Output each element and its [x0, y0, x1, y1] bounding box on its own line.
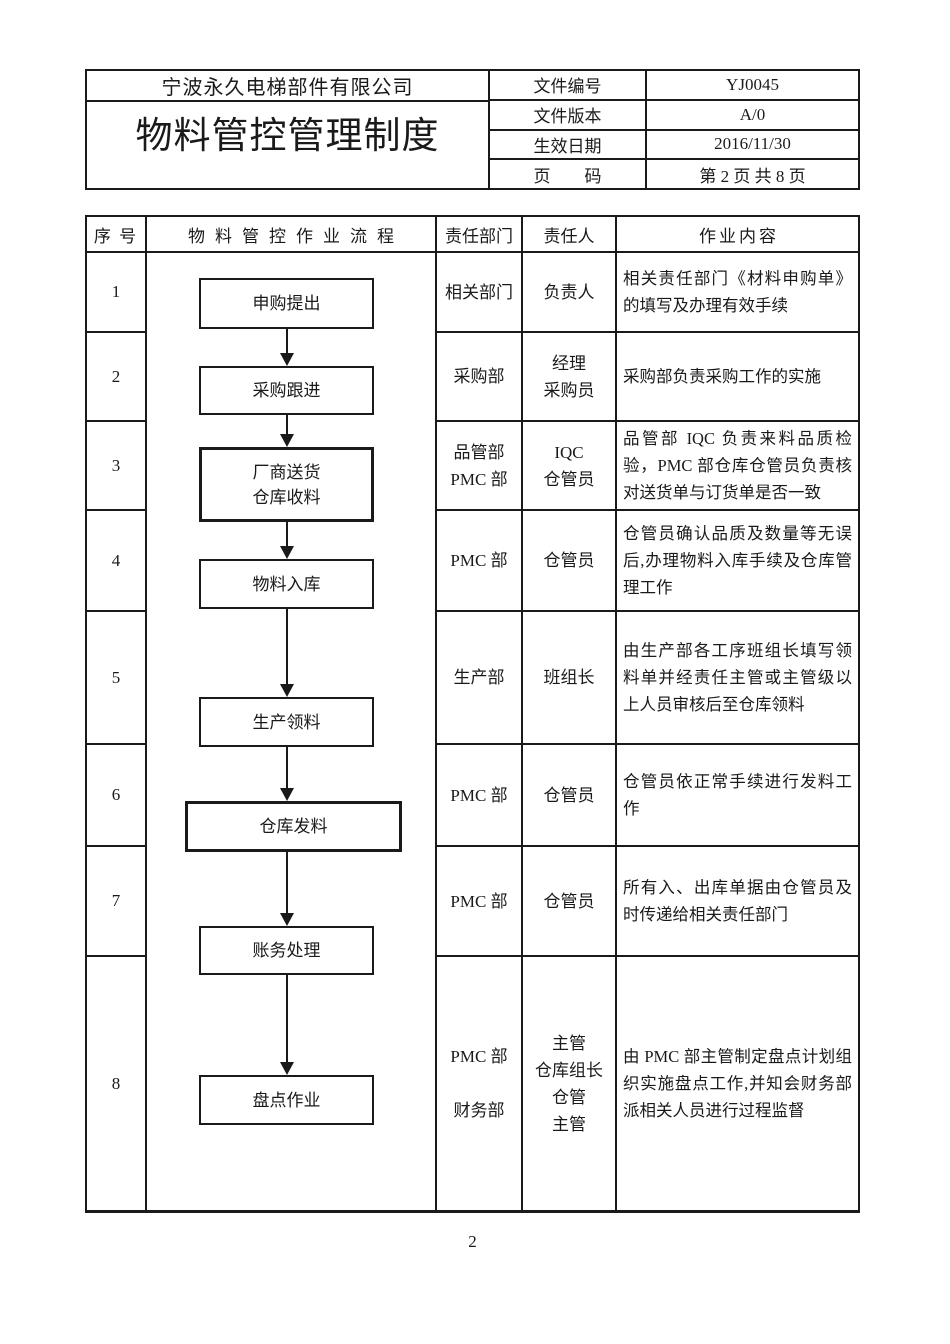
flow-arrowhead: [280, 546, 294, 559]
person-cell: 负责人: [523, 253, 617, 331]
seq-column: 1 2 3 4 5 6 7 8: [87, 253, 147, 1210]
flow-step-stocktake: 盘点作业: [199, 1075, 374, 1125]
dept-cell: 生产部: [437, 612, 523, 743]
column-header-flow: 物料管控作业流程: [147, 217, 437, 251]
flow-step-warehouse-in: 物料入库: [199, 559, 374, 609]
flow-arrow: [286, 415, 288, 434]
content-cell: 所有入、出库单据由仓管员及时传递给相关责任部门: [617, 847, 858, 955]
column-header-dept: 责任部门: [437, 217, 523, 251]
header-left-section: 宁波永久电梯部件有限公司 物料管控管理制度: [87, 71, 490, 188]
table-row: 相关部门 负责人 相关责任部门《材料申购单》的填写及办理有效手续: [437, 253, 858, 333]
person-cell: IQC 仓管员: [523, 422, 617, 509]
content-text: 采购部负责采购工作的实施: [623, 367, 821, 386]
flow-arrowhead: [280, 353, 294, 366]
doc-field-value-number: YJ0045: [726, 74, 779, 94]
content-text: 所有入、出库单据由仓管员及时传递给相关责任部门: [623, 878, 852, 924]
doc-field-value-page: 第 2 页 共 8 页: [699, 166, 806, 186]
flow-arrowhead: [280, 788, 294, 801]
person-cell: 仓管员: [523, 745, 617, 845]
table-row: PMC 部 仓管员 所有入、出库单据由仓管员及时传递给相关责任部门: [437, 847, 858, 957]
flow-arrow: [286, 852, 288, 913]
seq-cell: 3: [87, 422, 145, 511]
column-header-seq: 序 号: [87, 217, 147, 251]
table-header-row: 序 号 物料管控作业流程 责任部门 责任人 作业内容: [87, 217, 858, 253]
person-cell: 经理 采购员: [523, 333, 617, 420]
person-cell: 仓管员: [523, 847, 617, 955]
doc-field-row: 页 码 第 2 页 共 8 页: [490, 160, 858, 188]
company-name: 宁波永久电梯部件有限公司: [87, 71, 488, 102]
seq-cell: 6: [87, 745, 145, 847]
content-cell: 由 PMC 部主管制定盘点计划组织实施盘点工作,并知会财务部派相关人员进行过程监…: [617, 957, 858, 1210]
content-cell: 相关责任部门《材料申购单》的填写及办理有效手续: [617, 253, 858, 331]
column-header-person: 责任人: [523, 217, 617, 251]
dept-cell: 品管部 PMC 部: [437, 422, 523, 509]
doc-field-label-version: 文件版本: [490, 100, 647, 129]
flow-arrowhead: [280, 684, 294, 697]
dept-cell: PMC 部: [437, 847, 523, 955]
flow-step-delivery-receive: 厂商送货 仓库收料: [199, 447, 374, 522]
flow-arrow: [286, 975, 288, 1062]
person-cell: 仓管员: [523, 511, 617, 610]
content-text: 由生产部各工序班组长填写领料单并经责任主管或主管级以上人员审核后至仓库领料: [623, 641, 852, 714]
flow-step-request: 申购提出: [199, 278, 374, 329]
column-header-content: 作业内容: [699, 226, 779, 246]
flow-arrowhead: [280, 1062, 294, 1075]
flow-step-accounting: 账务处理: [199, 926, 374, 975]
content-cell: 仓管员依正常手续进行发料工作: [617, 745, 858, 845]
doc-field-row: 文件编号 YJ0045: [490, 71, 858, 101]
process-table: 序 号 物料管控作业流程 责任部门 责任人 作业内容 1 2 3 4 5 6 7…: [85, 215, 860, 1213]
flow-arrowhead: [280, 434, 294, 447]
table-row: 采购部 经理 采购员 采购部负责采购工作的实施: [437, 333, 858, 422]
doc-field-row: 生效日期 2016/11/30: [490, 130, 858, 161]
seq-cell: 2: [87, 333, 145, 422]
content-cell: 采购部负责采购工作的实施: [617, 333, 858, 420]
dept-cell: PMC 部: [437, 745, 523, 845]
flow-arrow: [286, 609, 288, 684]
content-text: 由 PMC 部主管制定盘点计划组织实施盘点工作,并知会财务部派相关人员进行过程监…: [623, 1047, 852, 1120]
table-row: PMC 部 仓管员 仓管员依正常手续进行发料工作: [437, 745, 858, 847]
doc-field-row: 文件版本 A/0: [490, 100, 858, 131]
flow-step-warehouse-issue: 仓库发料: [185, 801, 402, 852]
header-fields-section: 文件编号 YJ0045 文件版本 A/0 生效日期 2016/11/30 页 码…: [490, 71, 858, 188]
seq-cell: 5: [87, 612, 145, 745]
flow-arrow: [286, 522, 288, 546]
doc-field-label-page: 页 码: [490, 160, 647, 188]
doc-field-value-version: A/0: [739, 104, 766, 124]
doc-field-label-number: 文件编号: [490, 71, 647, 99]
flowchart: 申购提出 采购跟进 厂商送货 仓库收料 物料入库 生产领料 仓库发料 账务处: [147, 253, 437, 1210]
document-title: 物料管控管理制度: [135, 116, 440, 157]
flow-arrowhead: [280, 913, 294, 926]
table-row: PMC 部 仓管员 仓管员确认品质及数量等无误后,办理物料入库手续及仓库管理工作: [437, 511, 858, 612]
doc-field-label-effective-date: 生效日期: [490, 130, 647, 159]
flow-arrow: [286, 747, 288, 788]
flow-arrow: [286, 329, 288, 353]
page-number: 2: [468, 1232, 477, 1251]
dept-cell: 相关部门: [437, 253, 523, 331]
flow-step-production-pick: 生产领料: [199, 697, 374, 747]
seq-cell: 1: [87, 253, 145, 333]
content-cell: 由生产部各工序班组长填写领料单并经责任主管或主管级以上人员审核后至仓库领料: [617, 612, 858, 743]
seq-cell: 8: [111, 1073, 121, 1093]
content-text: 相关责任部门《材料申购单》的填写及办理有效手续: [623, 269, 852, 315]
table-row: PMC 部 财务部 主管 仓库组长 仓管 主管 由 PMC 部主管制定盘点计划组…: [437, 957, 858, 1210]
document-header-table: 宁波永久电梯部件有限公司 物料管控管理制度 文件编号 YJ0045 文件版本 A…: [85, 69, 860, 190]
dept-cell: PMC 部 财务部: [437, 957, 523, 1210]
table-body: 1 2 3 4 5 6 7 8 申购提出 采购跟进 厂商送货 仓库收料 物料入库: [87, 253, 858, 1210]
dept-cell: 采购部: [437, 333, 523, 420]
seq-cell: 7: [87, 847, 145, 957]
seq-cell: 4: [87, 511, 145, 612]
table-row: 品管部 PMC 部 IQC 仓管员 品管部 IQC 负责来料品质检验，PMC 部…: [437, 422, 858, 511]
content-text: 仓管员确认品质及数量等无误后,办理物料入库手续及仓库管理工作: [623, 524, 852, 597]
content-cell: 仓管员确认品质及数量等无误后,办理物料入库手续及仓库管理工作: [617, 511, 858, 610]
content-text: 仓管员依正常手续进行发料工作: [623, 772, 852, 818]
doc-field-value-effective-date: 2016/11/30: [714, 134, 791, 154]
content-cell: 品管部 IQC 负责来料品质检验，PMC 部仓库仓管员负责核对送货单与订货单是否…: [617, 422, 858, 509]
content-text: 品管部 IQC 负责来料品质检验，PMC 部仓库仓管员负责核对送货单与订货单是否…: [623, 429, 852, 502]
detail-columns: 相关部门 负责人 相关责任部门《材料申购单》的填写及办理有效手续 采购部 经理 …: [437, 253, 858, 1210]
dept-cell: PMC 部: [437, 511, 523, 610]
person-cell: 班组长: [523, 612, 617, 743]
flow-step-purchase-follow: 采购跟进: [199, 366, 374, 415]
table-row: 生产部 班组长 由生产部各工序班组长填写领料单并经责任主管或主管级以上人员审核后…: [437, 612, 858, 745]
person-cell: 主管 仓库组长 仓管 主管: [523, 957, 617, 1210]
